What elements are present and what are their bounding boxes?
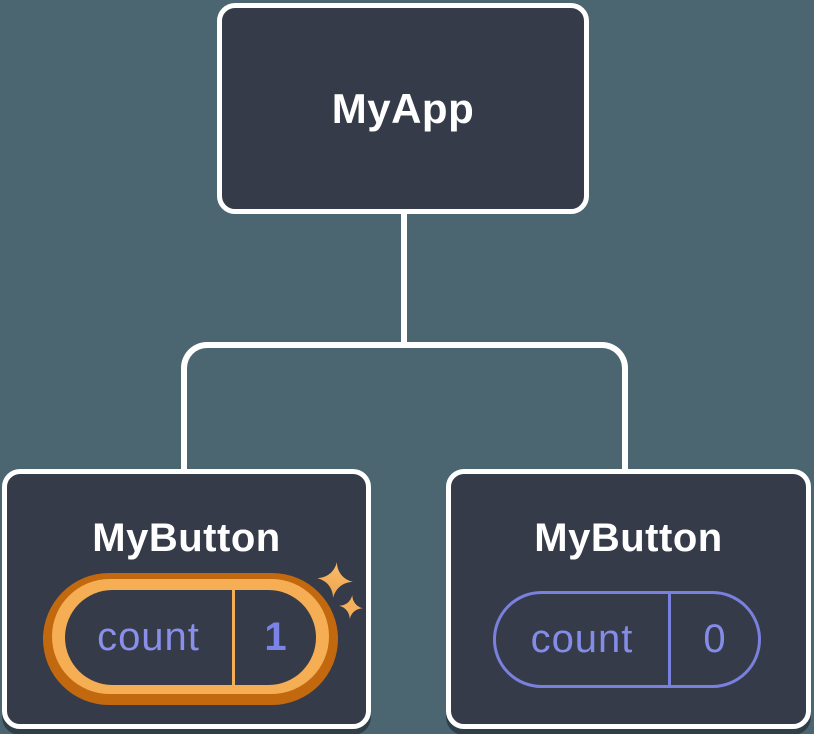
state-pill-highlight-ring-inner: count 1 xyxy=(52,579,329,694)
state-value: 0 xyxy=(703,617,726,661)
pill-divider xyxy=(232,590,235,685)
state-pill: count 0 xyxy=(493,591,761,688)
state-pill-highlight-ring: count 1 xyxy=(43,573,338,705)
node-mybutton-left: MyButton count 1 xyxy=(2,469,371,729)
connector-stem xyxy=(401,210,407,346)
node-mybutton-right-label: MyButton xyxy=(534,516,723,560)
node-myapp: MyApp xyxy=(217,3,589,214)
state-key-label: count xyxy=(97,615,200,659)
sparkle-icon xyxy=(339,595,363,619)
state-value: 1 xyxy=(264,615,287,659)
state-key-label: count xyxy=(530,617,634,661)
node-mybutton-left-label: MyButton xyxy=(92,516,281,560)
pill-divider xyxy=(668,594,671,685)
node-myapp-label: MyApp xyxy=(331,84,475,132)
connector-branch xyxy=(181,342,628,469)
node-mybutton-right: MyButton count 0 xyxy=(446,469,811,729)
state-pill: count 1 xyxy=(65,590,316,685)
sparkle-icon xyxy=(317,562,353,598)
